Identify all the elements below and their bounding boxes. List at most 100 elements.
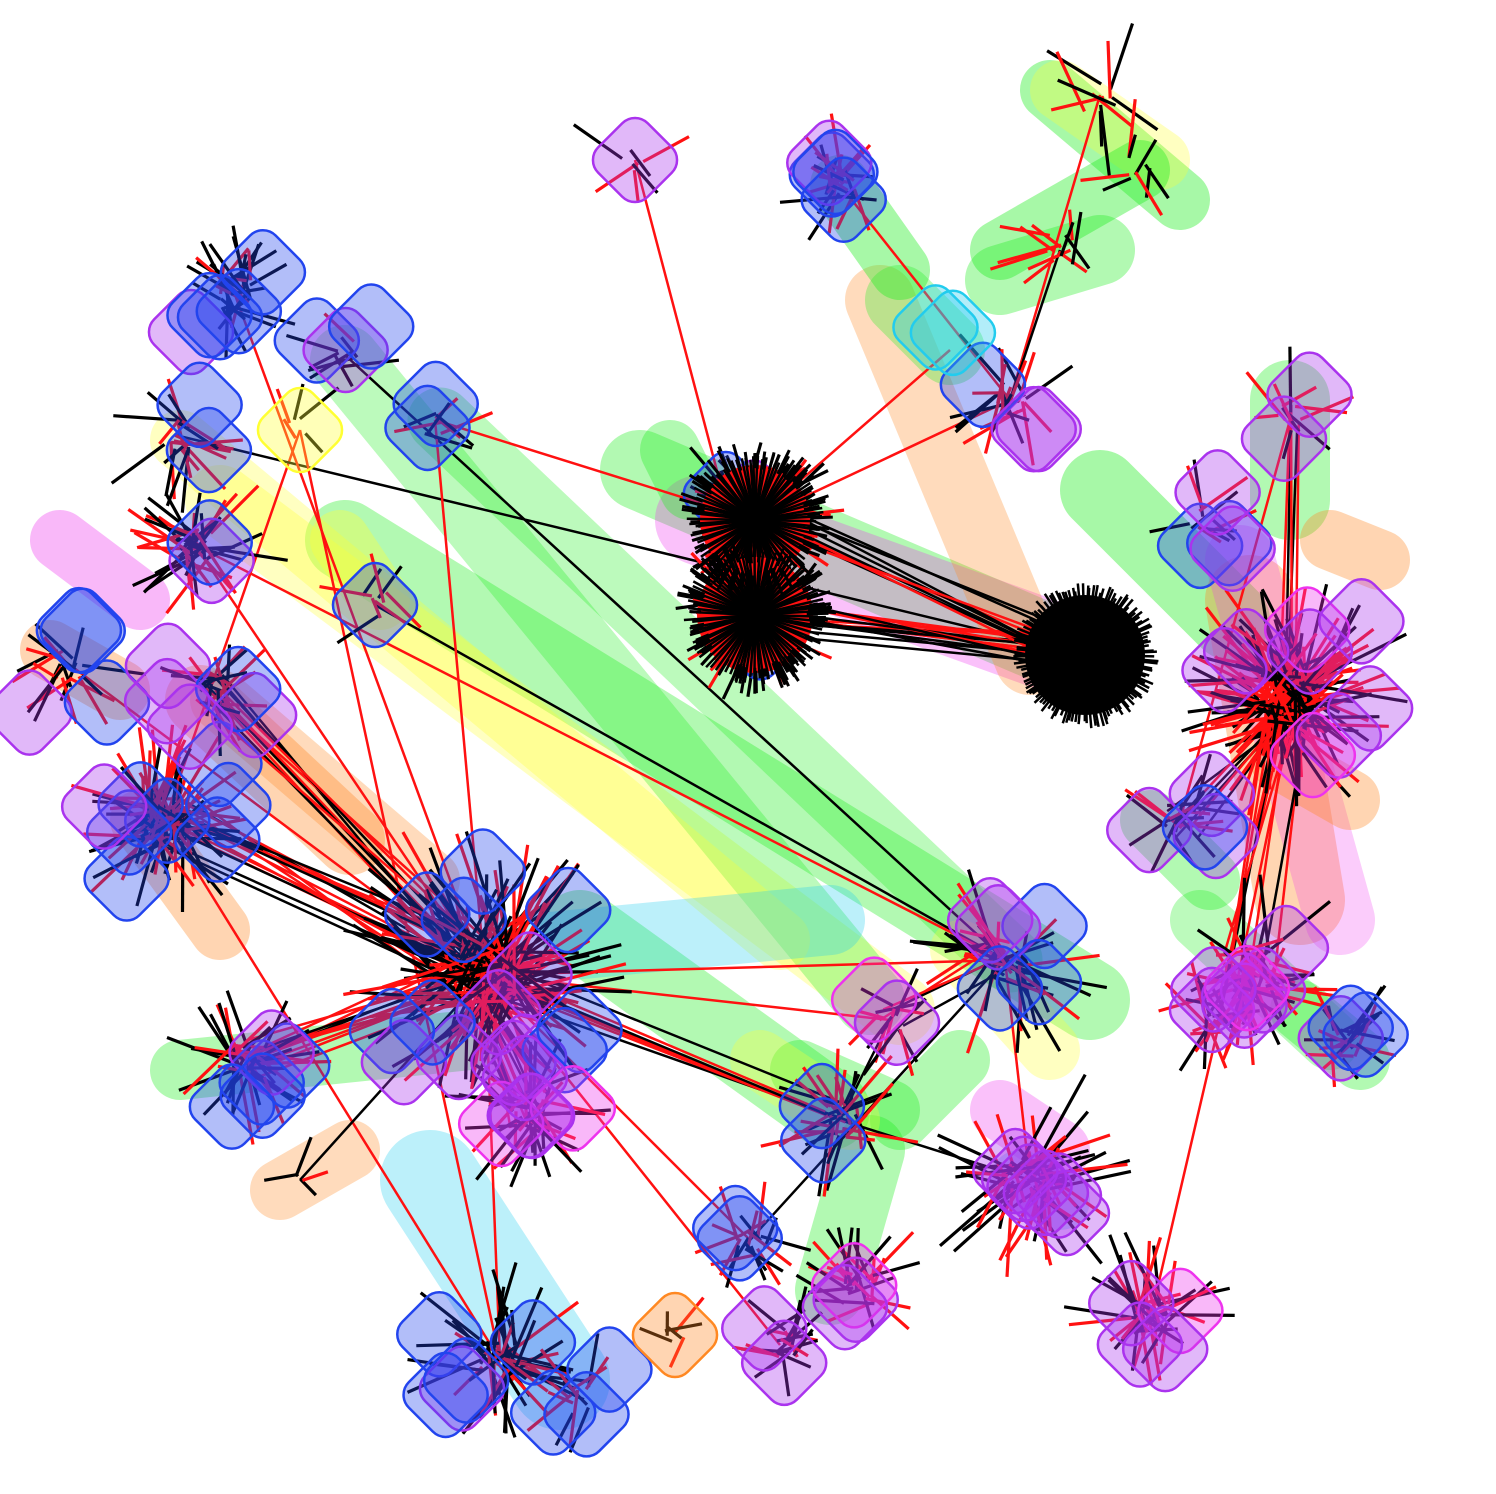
node-square <box>792 128 879 216</box>
node-square-shape <box>543 1371 630 1458</box>
node-square-shape <box>1322 991 1409 1078</box>
edge-spike <box>1005 976 1046 996</box>
edge-spike <box>496 1350 574 1372</box>
edge-spike <box>1194 805 1240 816</box>
edge-spike <box>1134 171 1164 217</box>
hub-spike <box>716 563 733 591</box>
hull-body <box>870 1030 990 1150</box>
edge-spike <box>1202 1017 1208 1070</box>
edge-spike <box>816 189 836 215</box>
hull-body <box>540 890 870 1150</box>
edge-spike <box>199 648 249 693</box>
edge-spike <box>384 591 422 629</box>
hull-body <box>1250 730 1380 830</box>
hub-spike <box>796 574 806 583</box>
hub-spike <box>808 617 828 622</box>
edge-spike <box>26 666 65 714</box>
node-square-shape <box>995 938 1083 1026</box>
edge-link <box>1178 419 1292 821</box>
edge-spike <box>952 1200 1012 1253</box>
edge-spike <box>744 1247 784 1273</box>
edge-spike <box>209 1013 239 1065</box>
node-square <box>980 1135 1068 1223</box>
edge-spike <box>336 613 381 645</box>
node-square <box>986 1143 1073 1230</box>
node-square-shape <box>1202 608 1290 695</box>
hub-spike <box>721 545 733 567</box>
edge-spike <box>1224 648 1298 707</box>
hub-spike <box>764 668 770 680</box>
node-square-shape <box>631 1291 719 1379</box>
hub-spike <box>781 459 796 478</box>
hub-spike <box>698 553 715 568</box>
hub-spike <box>774 660 783 676</box>
node-square <box>273 297 361 384</box>
edge-spike <box>898 1029 915 1077</box>
node-square-shape <box>1106 786 1193 874</box>
node-square <box>188 1063 276 1150</box>
edge-spike <box>80 674 103 696</box>
hub-spike <box>691 535 705 543</box>
edge-spike <box>955 1163 1047 1179</box>
hub-spike <box>802 496 826 507</box>
edge-spike <box>739 1214 762 1242</box>
hub-spike <box>799 486 813 496</box>
edge-spike <box>1120 1313 1143 1340</box>
edge-spike <box>1144 163 1170 200</box>
edge-spike <box>247 250 253 281</box>
edge-spike <box>1106 40 1112 99</box>
edge-spike <box>504 1099 539 1112</box>
edge-spike <box>72 627 85 667</box>
hub-spike <box>679 497 706 508</box>
node-square <box>1326 665 1414 752</box>
edge-spike <box>639 1326 673 1343</box>
nodes <box>0 116 1414 1458</box>
hub-spike <box>809 525 830 531</box>
node-square-shape <box>384 871 471 958</box>
edge-spike <box>834 1048 840 1110</box>
hull-body <box>1030 60 1190 190</box>
edge-spike <box>834 1069 847 1136</box>
edge-spike <box>710 1253 757 1267</box>
edge-spike <box>854 1228 860 1292</box>
edge-spike <box>1340 1028 1395 1043</box>
edge-spike <box>514 1319 537 1368</box>
node-square <box>956 945 1044 1032</box>
hub-spike <box>809 620 830 626</box>
hub-spike <box>755 455 760 469</box>
node-square-shape <box>566 1326 653 1413</box>
hub-spike <box>775 554 784 567</box>
edge-spike <box>1046 49 1103 86</box>
edge-spike <box>458 888 499 960</box>
edge-spike <box>382 946 505 989</box>
edge-spike <box>818 174 849 184</box>
edge-spike <box>319 585 373 598</box>
node-square <box>1322 991 1409 1078</box>
edge-spike <box>1281 429 1293 460</box>
node-square <box>1156 502 1244 590</box>
node-square-shape <box>1088 1259 1175 1347</box>
hull-body <box>190 670 460 910</box>
edge-spike <box>511 1286 544 1358</box>
edge-spike <box>1191 654 1275 698</box>
node-square <box>990 385 1077 473</box>
edge-spike <box>1281 385 1317 408</box>
edge-spike <box>747 1230 793 1267</box>
edge-spike <box>1024 364 1074 401</box>
node-square <box>97 761 184 848</box>
hub-spike <box>804 634 821 645</box>
node-square-shape <box>1137 1267 1224 1355</box>
node-square-shape <box>591 116 679 204</box>
node-square-shape <box>810 1242 898 1329</box>
hub-spike <box>797 545 810 555</box>
hub-spike <box>779 567 794 589</box>
edge-spike <box>842 1055 893 1114</box>
node-square <box>778 1062 866 1150</box>
edge-spike <box>845 1135 875 1142</box>
node-square <box>1318 578 1405 665</box>
edge-spike <box>856 1273 876 1330</box>
edge-spike <box>162 724 175 802</box>
node-square <box>1266 608 1354 695</box>
hub-spike <box>689 592 704 600</box>
